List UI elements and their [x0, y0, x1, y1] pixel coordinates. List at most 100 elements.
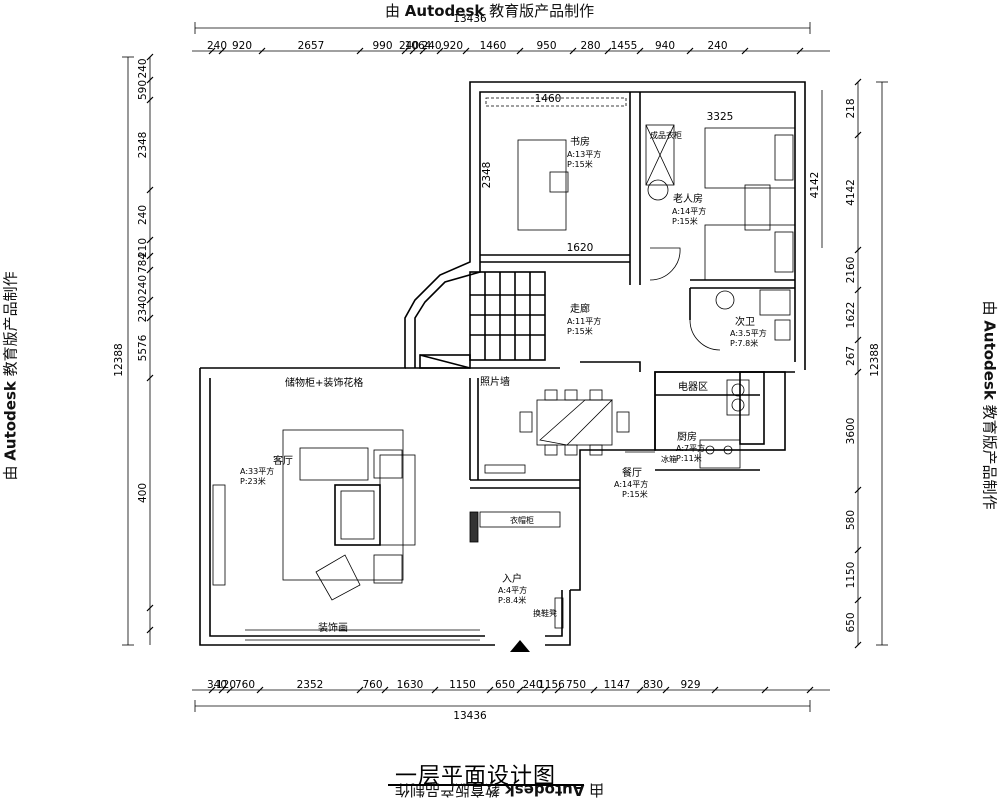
- living-area: A:33平方: [240, 466, 274, 476]
- study-area: A:13平方: [567, 149, 601, 159]
- study-name: 书房: [570, 135, 590, 148]
- bottom-total-dim: 13436: [453, 710, 487, 722]
- elder-name: 老人房: [673, 192, 703, 205]
- watermark-brand: Autodesk: [2, 381, 20, 461]
- right-dim-segment-label: 580: [845, 510, 857, 530]
- right-dim-segment-label: 1622: [845, 302, 857, 329]
- bottom-dim-segment-label: 1156: [538, 679, 565, 691]
- living-p: P:23米: [240, 476, 266, 486]
- right-dim-segment-label: 3600: [845, 418, 857, 445]
- photo-wall-label: 照片墙: [480, 375, 510, 388]
- top-dim-segment-label: 240: [207, 40, 227, 52]
- bottom-dim-segment-label: 120: [216, 679, 236, 691]
- bottom-dim-segment-label: 1630: [397, 679, 424, 691]
- elder-area: A:14平方: [672, 206, 706, 216]
- right-dim-segment-label: 1150: [845, 562, 857, 589]
- left-dim-segment-label: 240: [137, 205, 149, 225]
- study-bottom-dim: 1620: [567, 242, 594, 254]
- watermark-prefix: 由: [981, 301, 999, 321]
- fridge-label: 冰箱: [661, 454, 677, 464]
- watermark-suffix: 教育版产品制作: [981, 400, 999, 510]
- elder-wardrobe-label: 成品衣柜: [650, 130, 682, 140]
- bottom-dim-segment-label: 2352: [297, 679, 324, 691]
- watermark-brand: Autodesk: [405, 2, 485, 20]
- right-dim-segment-label: 218: [845, 98, 857, 118]
- left-dim-segment-label: 240: [137, 275, 149, 295]
- bottom-dim-segment-label: 1150: [449, 679, 476, 691]
- bath-p: P:7.8米: [730, 338, 758, 348]
- watermark-prefix: 由: [2, 461, 20, 481]
- right-total-dim: 12388: [869, 343, 881, 376]
- dining-area: A:14平方: [614, 479, 648, 489]
- kitchen-area: A:7平方: [676, 443, 705, 453]
- furniture: [213, 98, 795, 640]
- elder-width-dim: 3325: [707, 111, 734, 123]
- corridor-area: A:11平方: [567, 316, 601, 326]
- left-dim-segment-label: 400: [137, 483, 149, 503]
- elder-height-dim: 4142: [809, 172, 821, 199]
- bottom-dim-segment-label: 650: [495, 679, 515, 691]
- shoe-label: 换鞋凳: [533, 608, 557, 618]
- right-dim-segment-label: 267: [845, 346, 857, 366]
- top-dim-segment-label: 280: [580, 40, 600, 52]
- top-dim-segment-label: 1455: [611, 40, 638, 52]
- dimension-lines: [122, 22, 888, 712]
- top-dim-segment-label: 940: [655, 40, 675, 52]
- elder-p: P:15米: [672, 216, 698, 226]
- watermark-prefix: 由: [584, 781, 604, 799]
- bath-area: A:3.5平方: [730, 328, 767, 338]
- right-dim-segment-label: 2160: [845, 257, 857, 284]
- right-dim-segment-label: 4142: [845, 179, 857, 206]
- corridor-p: P:15米: [567, 326, 593, 336]
- storage-label: 储物柜+装饰花格: [285, 376, 363, 389]
- watermark-suffix: 教育版产品制作: [484, 2, 594, 20]
- bath-name: 次卫: [735, 315, 755, 328]
- study-width-dim: 1460: [535, 93, 562, 105]
- walls: [200, 82, 805, 645]
- kitchen-name: 厨房: [677, 430, 697, 443]
- watermark-right: 由 Autodesk 教育版产品制作: [980, 301, 1000, 481]
- bottom-dim-segment-label: 750: [566, 679, 586, 691]
- top-dim-segment-label: 950: [536, 40, 556, 52]
- study-height-dim: 2348: [481, 162, 493, 189]
- watermark-prefix: 由: [385, 2, 405, 20]
- coat-label: 衣帽柜: [510, 515, 534, 525]
- top-dim-segment-label: 2657: [298, 40, 325, 52]
- left-dim-segment-label: 5576: [137, 334, 149, 361]
- left-dim-segment-label: 240: [137, 58, 149, 78]
- appliance-label: 电器区: [678, 380, 708, 393]
- left-dim-segment-label: 2340: [137, 296, 149, 323]
- watermark-brand: Autodesk: [981, 320, 999, 400]
- top-dim-segment-label: 990: [372, 40, 392, 52]
- entrance-arrow: [510, 640, 530, 652]
- bottom-dim-segment-label: 830: [643, 679, 663, 691]
- kitchen-p: P:11米: [676, 453, 702, 463]
- left-total-dim: 12388: [113, 343, 125, 376]
- top-dim-segment-label: 920: [443, 40, 463, 52]
- dining-p: P:15米: [622, 489, 648, 499]
- dining-name: 餐厅: [622, 466, 642, 479]
- bottom-dim-segment-label: 760: [235, 679, 255, 691]
- title-underline: [388, 784, 584, 786]
- left-dim-segment-label: 590: [137, 80, 149, 100]
- watermark-left: 由 Autodesk 教育版产品制作: [0, 301, 21, 481]
- watermark-top: 由 Autodesk 教育版产品制作: [385, 0, 594, 21]
- watermark-suffix: 教育版产品制作: [2, 271, 20, 381]
- deco-wall-label: 装饰画: [318, 621, 348, 634]
- left-dim-segment-label: 2348: [137, 132, 149, 159]
- bottom-dim-segment-label: 760: [362, 679, 382, 691]
- top-dim-segment-label: 920: [232, 40, 252, 52]
- bottom-dim-segment-label: 929: [680, 679, 700, 691]
- top-dim-segment-label: 240: [707, 40, 727, 52]
- study-p: P:15米: [567, 159, 593, 169]
- right-dim-segment-label: 650: [845, 612, 857, 632]
- top-dim-segment-label: 1460: [480, 40, 507, 52]
- living-name: 客厅: [273, 454, 293, 467]
- corridor-name: 走廊: [570, 302, 590, 315]
- entry-area: A:4平方: [498, 585, 527, 595]
- bottom-dim-segment-label: 1147: [604, 679, 631, 691]
- top-dim-segment-label: 240: [421, 40, 441, 52]
- entry-name: 入户: [502, 572, 522, 585]
- entry-p: P:8.4米: [498, 595, 526, 605]
